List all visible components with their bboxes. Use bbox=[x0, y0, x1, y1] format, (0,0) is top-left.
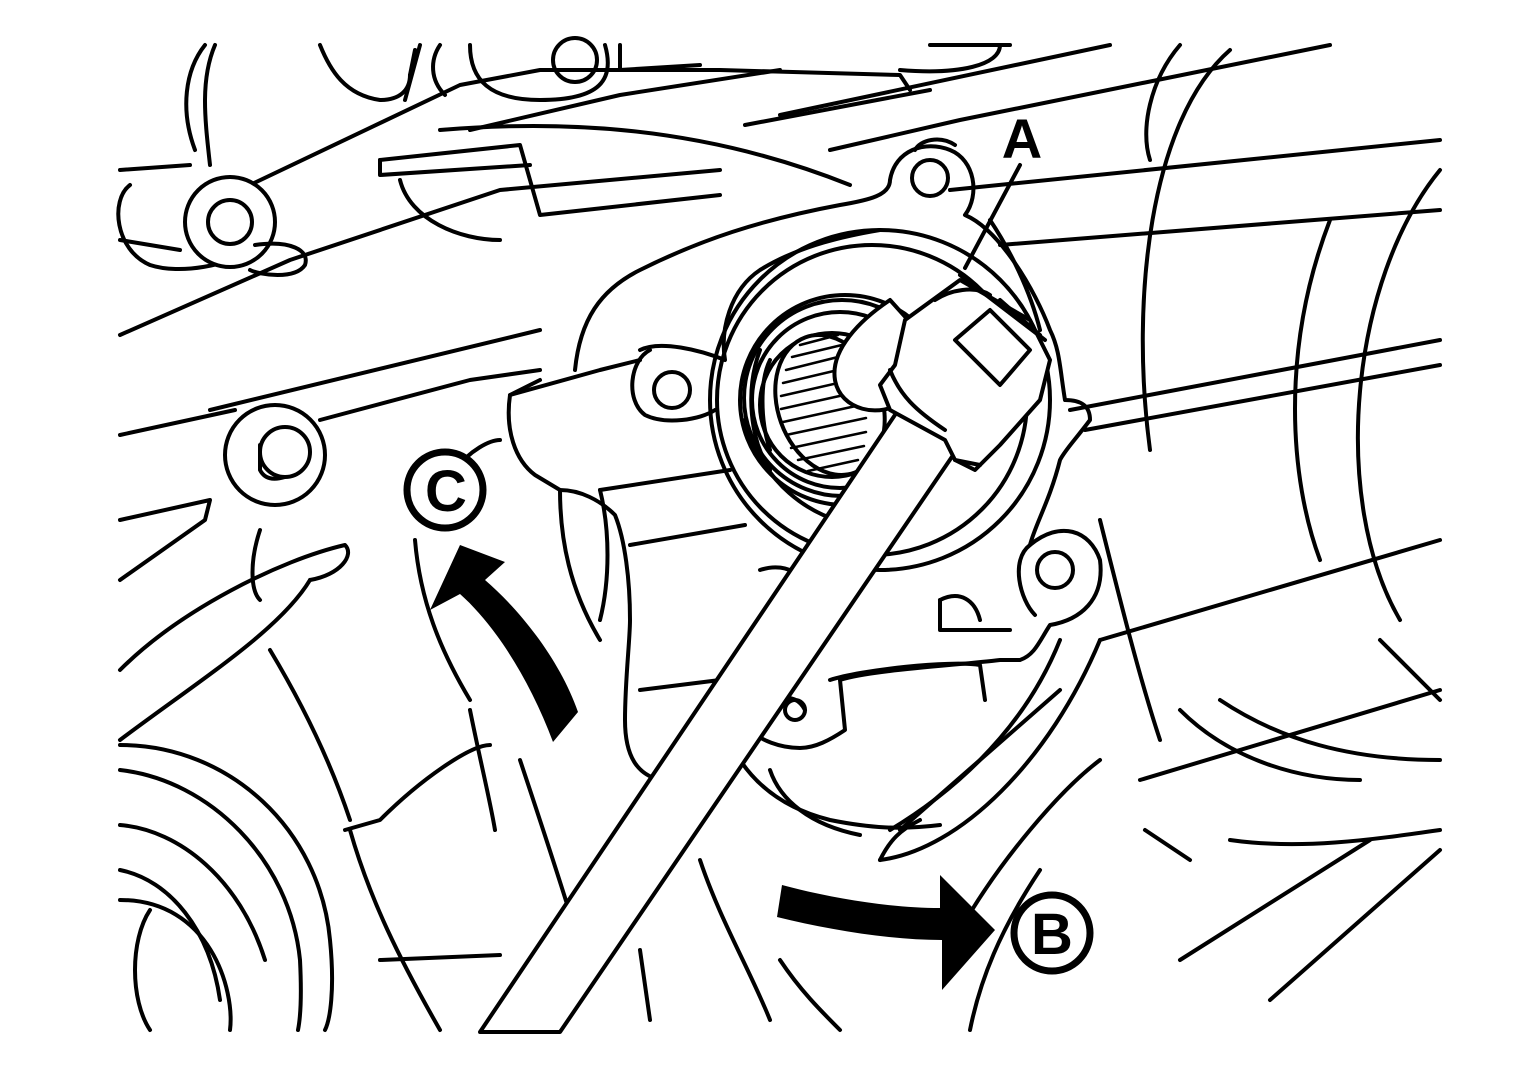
rotation-arrows bbox=[430, 545, 995, 990]
callout-b: B bbox=[1010, 891, 1094, 975]
callout-c: C bbox=[403, 448, 487, 532]
callouts: A B C bbox=[403, 107, 1094, 975]
arrow-c-icon bbox=[430, 545, 578, 742]
tool-a bbox=[478, 163, 1052, 1034]
label-a: A bbox=[1002, 107, 1042, 170]
label-b: B bbox=[1031, 902, 1073, 967]
label-c: C bbox=[425, 459, 467, 524]
arrow-b-icon bbox=[777, 875, 995, 990]
housing-outlines bbox=[116, 36, 1442, 1032]
